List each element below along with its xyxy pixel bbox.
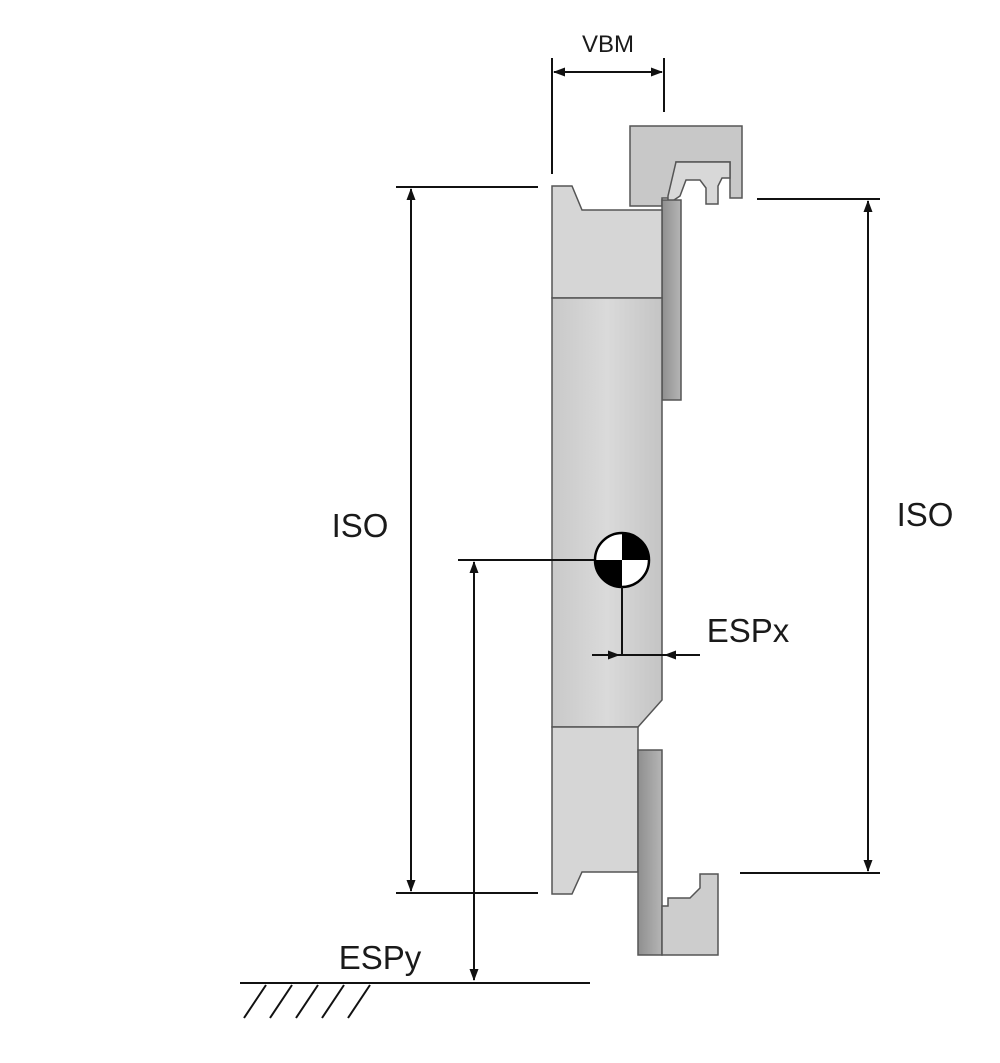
iso-right-dimension: ISO [740, 198, 954, 874]
tool-body [551, 125, 743, 956]
lower-rail [637, 749, 663, 956]
espx-label: ESPx [707, 612, 790, 649]
top-gripper-inner [667, 161, 731, 206]
center-of-gravity-icon [593, 531, 651, 589]
iso-left-label: ISO [332, 507, 389, 544]
bottom-gripper [661, 873, 719, 956]
espx-dimension: ESPx [592, 587, 790, 660]
espy-label: ESPy [339, 939, 422, 976]
vbm-label: VBM [582, 31, 634, 58]
upper-rail [661, 199, 682, 401]
iso-left-dimension: ISO [332, 186, 538, 894]
main-body-middle [551, 297, 663, 728]
main-body-lower [551, 726, 639, 895]
iso-right-label: ISO [897, 496, 954, 533]
vbm-dimension: VBM [551, 31, 665, 174]
ground-hatch-icon [240, 982, 590, 1019]
espy-dimension: ESPy [339, 559, 594, 981]
